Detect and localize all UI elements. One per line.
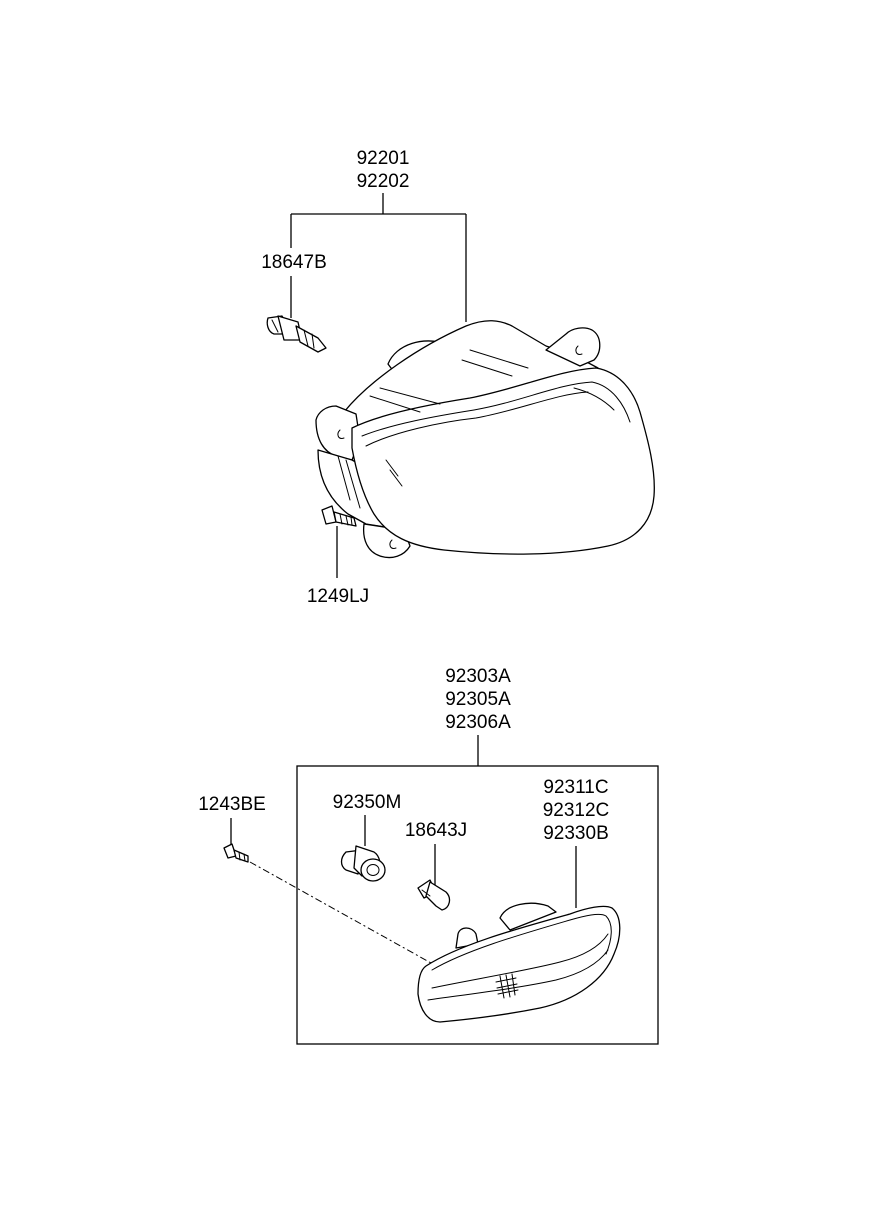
lens-housing-part[interactable] xyxy=(417,902,621,1023)
headlamp-leader-lines xyxy=(290,193,467,322)
screw-lower-part[interactable] xyxy=(223,843,249,863)
label-headlamp-assembly-1[interactable]: 92201 xyxy=(357,148,410,169)
label-lens-housing-3[interactable]: 92330B xyxy=(543,823,609,844)
label-side-lamp-assembly-1[interactable]: 92303A xyxy=(445,666,511,687)
label-socket-lower[interactable]: 92350M xyxy=(333,792,402,813)
label-side-lamp-assembly-2[interactable]: 92305A xyxy=(445,689,511,710)
label-lens-housing-2[interactable]: 92312C xyxy=(543,800,610,821)
label-side-lamp-assembly-3[interactable]: 92306A xyxy=(445,712,511,733)
label-screw-lower[interactable]: 1243BE xyxy=(198,794,266,815)
label-bulb-socket-upper[interactable]: 18647B xyxy=(261,252,327,273)
label-screw-upper[interactable]: 1249LJ xyxy=(307,586,369,607)
socket-lower-part[interactable] xyxy=(340,845,386,882)
label-headlamp-assembly-2[interactable]: 92202 xyxy=(357,171,410,192)
bulb-socket-upper-part[interactable] xyxy=(266,315,327,353)
bulb-lower-part[interactable] xyxy=(417,879,451,911)
screw-upper-part[interactable] xyxy=(321,505,357,527)
side-lamp-kit-box xyxy=(296,765,659,1045)
label-lens-housing-1[interactable]: 92311C xyxy=(543,777,608,798)
installation-dash-line xyxy=(249,861,441,969)
label-bulb-lower[interactable]: 18643J xyxy=(405,820,467,841)
headlamp-part[interactable] xyxy=(315,320,655,559)
